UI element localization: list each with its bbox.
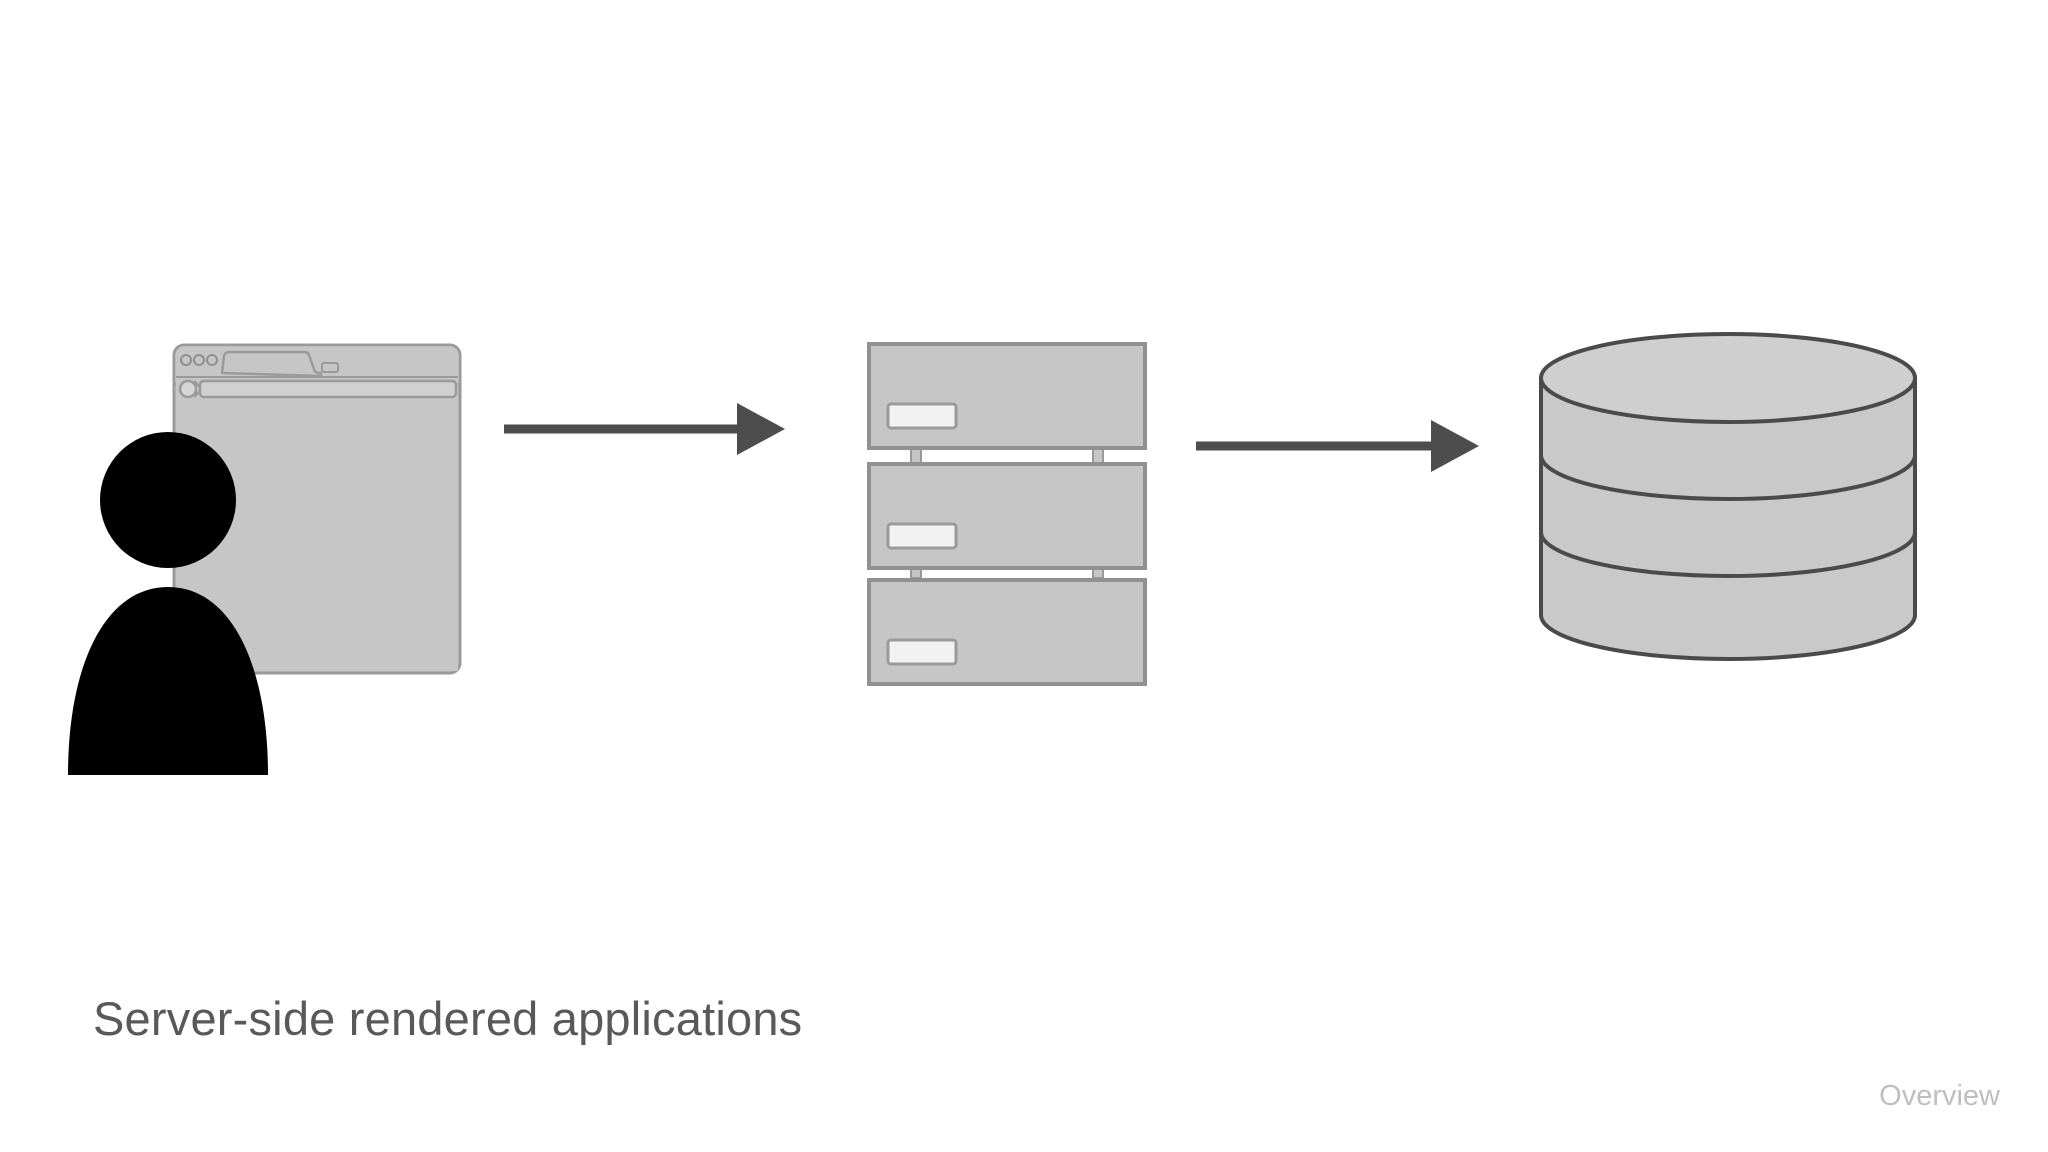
arrow-head (1431, 420, 1479, 472)
slide-footer-label: Overview (1879, 1080, 2000, 1112)
browser-back-button[interactable] (178, 379, 198, 399)
user-head (100, 432, 236, 568)
server-unit-body (867, 342, 1147, 450)
window-close-icon[interactable] (180, 354, 192, 366)
node-client[interactable] (68, 343, 462, 775)
server-status-led (886, 638, 958, 666)
browser-traffic-lights[interactable] (180, 354, 218, 366)
window-maximize-icon[interactable] (206, 354, 218, 366)
browser-address-bar[interactable] (198, 379, 458, 399)
database-band-divider-1 (1539, 454, 1917, 501)
server-unit-1 (867, 342, 1147, 450)
node-server[interactable] (867, 342, 1147, 686)
server-unit-body (867, 462, 1147, 570)
node-database[interactable] (1539, 332, 1917, 661)
database-cylinder-icon (1539, 332, 1917, 661)
database-top-ellipse (1539, 332, 1917, 424)
database-band-divider-2 (1539, 531, 1917, 578)
page-title: Server-side rendered applications (93, 992, 803, 1045)
server-rack-icon (867, 342, 1147, 686)
user-silhouette-icon (68, 432, 268, 775)
server-status-led (886, 522, 958, 550)
server-unit-body (867, 578, 1147, 686)
browser-tab[interactable] (220, 350, 323, 378)
server-unit-3 (867, 578, 1147, 686)
window-minimize-icon[interactable] (193, 354, 205, 366)
arrow-head (737, 403, 785, 455)
user-body (68, 587, 268, 775)
new-tab-button[interactable] (321, 362, 339, 373)
edge-server-to-database (1196, 420, 1479, 472)
edge-client-to-server (504, 403, 785, 455)
database-body (1539, 376, 1917, 661)
server-unit-2 (867, 462, 1147, 570)
server-status-led (886, 402, 958, 430)
